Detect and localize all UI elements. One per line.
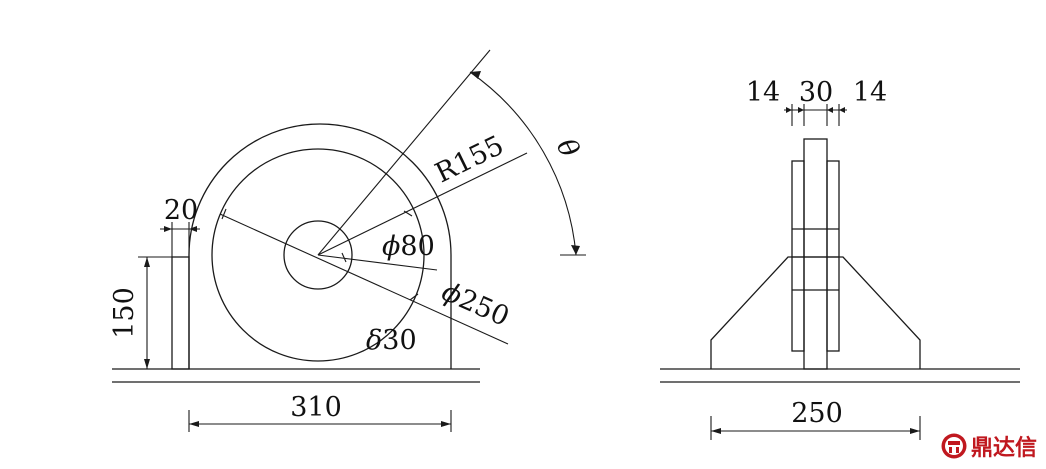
dim-top-arrow-4 xyxy=(839,107,845,113)
dim-14-left-label: 14 xyxy=(746,77,780,108)
dim20-arrow-left xyxy=(164,226,172,232)
dim-310-label: 310 xyxy=(290,392,342,423)
angle-arc xyxy=(469,71,577,256)
side-plate-right-14 xyxy=(826,160,840,352)
dim150-arrow-bottom xyxy=(144,359,150,369)
delta30-value: 30 xyxy=(382,325,416,356)
side-web-plate-30 xyxy=(803,138,828,370)
watermark-brand-text: 鼎达信 xyxy=(971,436,1038,461)
bore-circle-phi80 xyxy=(283,220,353,290)
angle-radial-line xyxy=(317,49,491,256)
phi250-value: 250 xyxy=(454,284,514,333)
dim250-arrow-left xyxy=(711,428,721,434)
side-plate-left-14 xyxy=(791,160,805,352)
dim-top-arrow-3 xyxy=(827,107,833,113)
phi250-tick xyxy=(409,293,419,301)
delta30-symbol: δ xyxy=(366,325,382,356)
angle-arrow-start xyxy=(470,71,481,79)
dim-30-label: 30 xyxy=(799,77,833,108)
body-outline-r155 xyxy=(188,123,452,369)
dim-14-right-label: 14 xyxy=(853,77,887,108)
phi250-tick-left xyxy=(221,208,227,220)
phi80-tick xyxy=(341,252,347,263)
angle-theta-label: θ xyxy=(550,134,585,163)
side-base-trapezoid xyxy=(710,256,921,369)
dim-150-label: 150 xyxy=(109,287,140,339)
dim-r155-label: R155 xyxy=(430,130,508,189)
phi80-leader xyxy=(317,254,438,271)
angle-arrow-end xyxy=(571,245,580,255)
dim150-arrow-top xyxy=(144,257,150,267)
dim310-arrow-right xyxy=(441,421,451,427)
r155-tick xyxy=(403,210,413,217)
side-view: 14 30 14 250 xyxy=(660,77,1020,440)
front-view: 310 150 20 R155 ϕ80 ϕ250 δ30 θ xyxy=(109,49,586,432)
side-plate-20 xyxy=(171,256,190,370)
dim20-arrow-right xyxy=(189,226,197,232)
dim310-arrow-left xyxy=(189,421,199,427)
dim-phi80-label: ϕ80 xyxy=(382,231,435,262)
watermark: 鼎达信 xyxy=(940,430,1037,462)
dim-phi250-label: ϕ250 xyxy=(437,276,514,333)
outer-circle-phi250 xyxy=(211,148,425,362)
brand-logo-icon xyxy=(941,433,967,459)
phi80-value: 80 xyxy=(400,231,434,262)
dim-top-arrow-1 xyxy=(786,107,792,113)
dim-top-arrow-2 xyxy=(798,107,804,113)
phi250-leader xyxy=(219,213,509,345)
dim-20-label: 20 xyxy=(164,195,198,226)
dim250-arrow-right xyxy=(910,428,920,434)
phi80-symbol: ϕ xyxy=(382,231,400,262)
dim-delta30-label: δ30 xyxy=(366,325,417,356)
dim-250-label: 250 xyxy=(791,398,843,429)
r155-leader xyxy=(317,152,528,256)
